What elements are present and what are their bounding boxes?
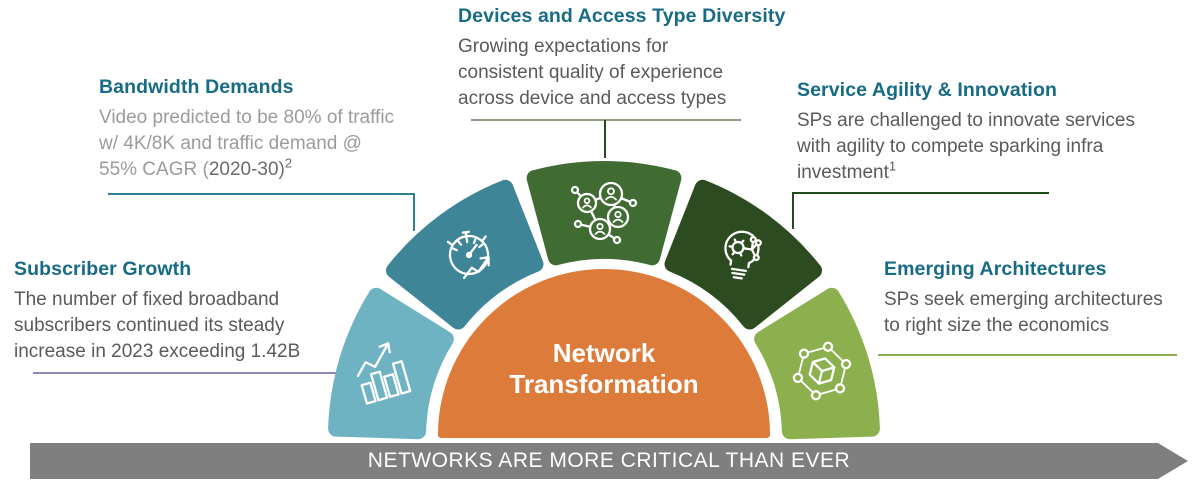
segment-devices-diversity [534,168,674,258]
center-semicircle-stroke [438,269,770,438]
service-connector-line [792,192,1049,229]
people-network-icon [570,181,638,245]
center-title: Network Transformation [454,338,754,400]
bulb-circuit-icon [724,230,762,280]
callout-service-body: SPs are challenged to innovate services … [797,110,1135,183]
center-title-line1: Network [552,338,656,368]
center-title-line2: Transformation [509,369,699,399]
cube-network-icon [792,341,852,401]
segment-bandwidth-demands-stroke [386,179,544,330]
callout-subscriber-title: Subscriber Growth [14,258,192,280]
callout-bandwidth: Bandwidth Demands Video predicted to be … [99,76,429,183]
callout-bandwidth-body: Video predicted to be 80% of traffic w/ … [99,107,395,180]
segment-service-agility [672,187,814,322]
callout-bandwidth-title: Bandwidth Demands [99,76,294,98]
callout-emerging-title: Emerging Architectures [884,258,1107,280]
callout-service: Service Agility & Innovation SPs are cha… [797,79,1172,186]
bottom-banner-arrow: NETWORKS ARE MORE CRITICAL THAN EVER [30,443,1188,479]
callout-devices: Devices and Access Type Diversity Growin… [458,5,786,112]
bar-chart-growth-icon [356,342,412,405]
segment-bandwidth-demands [394,187,536,322]
segment-devices-diversity-stroke [526,161,682,266]
bandwidth-connector-line [108,193,415,231]
callout-emerging: Emerging Architectures SPs seek emerging… [884,258,1184,339]
center-semicircle [441,272,767,435]
callout-emerging-body: SPs seek emerging architectures to right… [884,289,1163,336]
callout-subscriber: Subscriber Growth The number of fixed br… [14,258,359,365]
segment-subscriber-growth-stroke [328,287,454,440]
callout-subscriber-body: The number of fixed broadband subscriber… [14,289,301,362]
segment-emerging-architectures-stroke [754,287,880,440]
callout-devices-body: Growing expectations for consistent qual… [458,36,727,109]
footnote-2: 2 [284,155,293,171]
callout-service-title: Service Agility & Innovation [797,79,1057,101]
callout-devices-title: Devices and Access Type Diversity [458,5,786,27]
bottom-banner-text: NETWORKS ARE MORE CRITICAL THAN EVER [367,449,851,472]
segment-service-agility-stroke [664,179,822,330]
footnote-1: 1 [888,158,897,174]
gauge-icon [446,230,490,280]
